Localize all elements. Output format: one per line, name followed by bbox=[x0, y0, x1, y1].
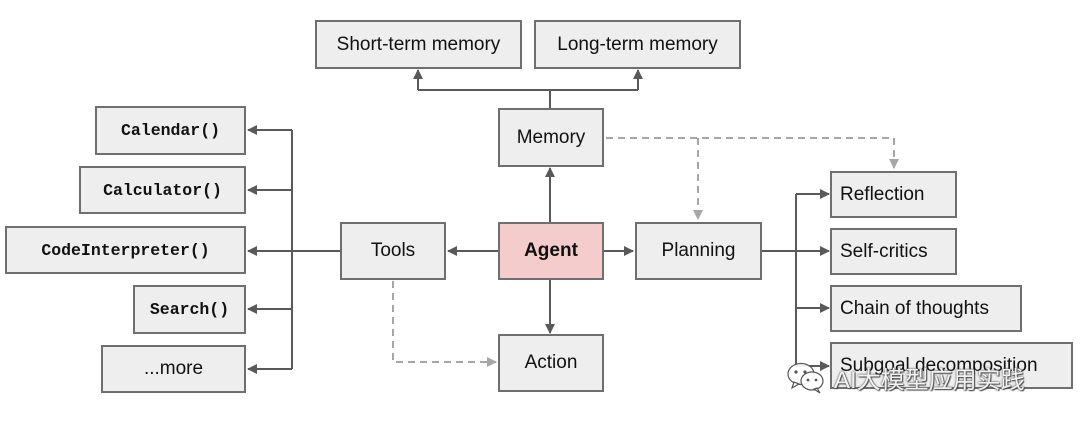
subgoal-decomposition-box: Subgoal decomposition bbox=[830, 342, 1073, 389]
edge-tools-to-action-dashed bbox=[392, 281, 497, 367]
watermark-text: AI大模型应用实践 bbox=[834, 367, 1025, 394]
long-term-memory-box: Long-term memory bbox=[534, 20, 741, 69]
more-tools-box: ...more bbox=[101, 345, 246, 393]
reflection-box: Reflection bbox=[830, 171, 957, 218]
wechat-icon bbox=[787, 362, 824, 393]
search-tool-box: Search() bbox=[133, 285, 246, 334]
self-critics-box: Self-critics bbox=[830, 228, 957, 275]
chain-of-thoughts-box: Chain of thoughts bbox=[830, 285, 1022, 332]
calendar-tool-box: Calendar() bbox=[95, 106, 246, 155]
agent-box: Agent bbox=[498, 222, 604, 280]
memory-box: Memory bbox=[498, 108, 604, 167]
code-interpreter-tool-box: CodeInterpreter() bbox=[5, 226, 246, 274]
tools-box: Tools bbox=[340, 222, 446, 280]
action-box: Action bbox=[498, 334, 604, 392]
calculator-tool-box: Calculator() bbox=[79, 166, 246, 214]
planning-box: Planning bbox=[635, 222, 762, 280]
watermark: AI大模型应用实践 bbox=[786, 360, 1025, 395]
short-term-memory-box: Short-term memory bbox=[315, 20, 522, 69]
